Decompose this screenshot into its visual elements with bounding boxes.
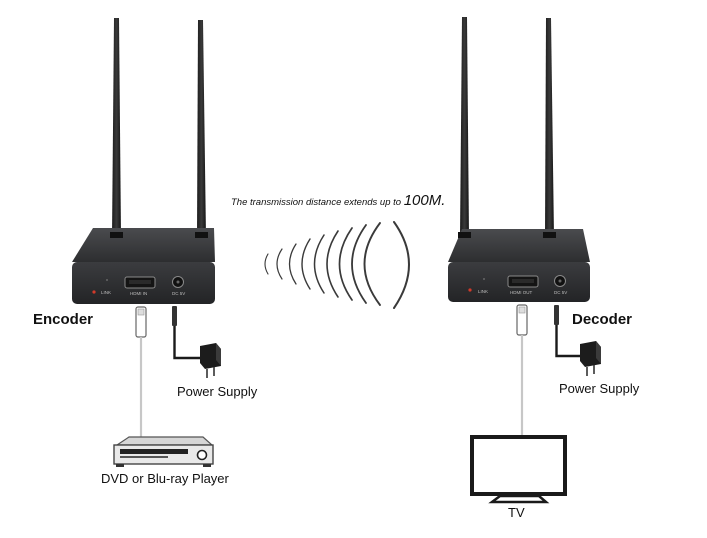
encoder-power-supply-label: Power Supply xyxy=(177,384,258,399)
encoder-power-led xyxy=(92,290,96,294)
encoder-link-label: LINK xyxy=(101,290,111,295)
encoder-label: Encoder xyxy=(33,311,94,328)
transmission-note-text: The transmission distance extends up to xyxy=(231,197,404,208)
decoder-power-cable xyxy=(554,305,582,358)
encoder-link-led xyxy=(106,279,108,281)
tv-label: TV xyxy=(508,505,525,520)
decoder-hdmi-label: HDMI OUT xyxy=(510,290,532,295)
encoder-power-adapter-icon xyxy=(200,343,221,378)
decoder-hdmi-cable xyxy=(516,304,528,437)
encoder-antenna-base xyxy=(110,232,123,238)
encoder-antenna-left-icon xyxy=(112,18,121,238)
tv-icon xyxy=(470,435,567,504)
dvd-player-icon xyxy=(113,436,214,467)
decoder-link-label: LINK xyxy=(478,289,488,294)
decoder-antenna-base xyxy=(458,232,471,238)
decoder-link-led xyxy=(483,278,485,280)
encoder-device: LINK HDMI IN DC 5V xyxy=(72,18,215,304)
decoder-power-adapter-icon xyxy=(580,341,601,376)
encoder-top-surface xyxy=(72,228,215,262)
decoder-power-led xyxy=(468,288,472,292)
decoder-power-supply-label: Power Supply xyxy=(559,381,640,396)
transmission-distance: 100M. xyxy=(403,192,446,209)
decoder-antenna-base xyxy=(543,232,556,238)
decoder-antenna-left-icon xyxy=(460,17,469,238)
decoder-device: LINK HDMI OUT DC 5V xyxy=(448,17,590,302)
encoder-hdmi-cable xyxy=(135,306,147,440)
dvd-player-label: DVD or Blu-ray Player xyxy=(101,471,229,486)
decoder-dc-label: DC 5V xyxy=(554,290,567,295)
transmission-note: The transmission distance extends up to … xyxy=(231,192,445,209)
decoder-label: Decoder xyxy=(572,311,633,328)
wireless-signal-icon xyxy=(264,221,410,309)
decoder-antenna-right-icon xyxy=(545,18,554,238)
encoder-power-cable xyxy=(172,306,202,360)
encoder-dc-label: DC 5V xyxy=(172,291,185,296)
encoder-antenna-right-icon xyxy=(197,20,206,238)
encoder-hdmi-label: HDMI IN xyxy=(130,291,147,296)
encoder-antenna-base xyxy=(195,232,208,238)
